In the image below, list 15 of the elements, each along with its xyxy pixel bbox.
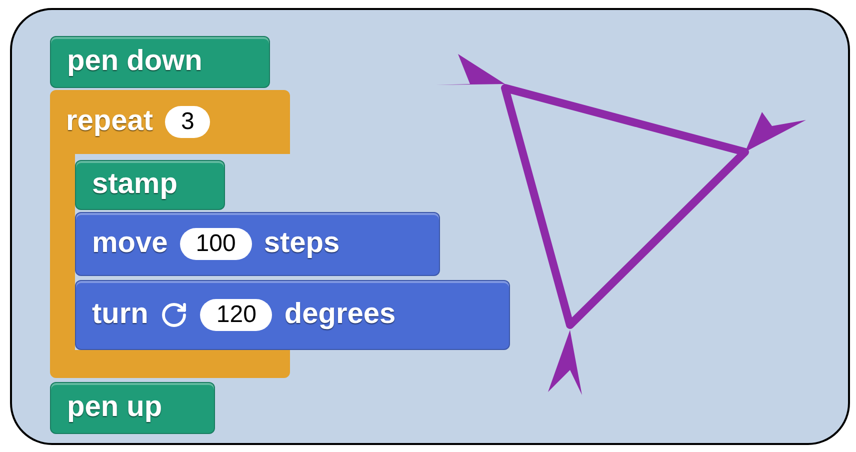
number-input: 120 [200, 299, 272, 331]
block-label: degrees [284, 297, 396, 332]
block-label: pen up [67, 390, 162, 426]
motion-block [75, 280, 510, 350]
number-input: 100 [180, 228, 252, 260]
pen-block [50, 36, 270, 88]
block-label: pen down [67, 44, 202, 80]
block-label: steps [264, 226, 340, 262]
pen-block [50, 382, 215, 434]
block-label: stamp [92, 167, 178, 202]
block-label: turn [92, 297, 148, 332]
block-label: move [92, 226, 168, 262]
motion-block [75, 212, 440, 276]
block-label: repeat [66, 104, 154, 140]
number-input: 3 [165, 106, 210, 138]
